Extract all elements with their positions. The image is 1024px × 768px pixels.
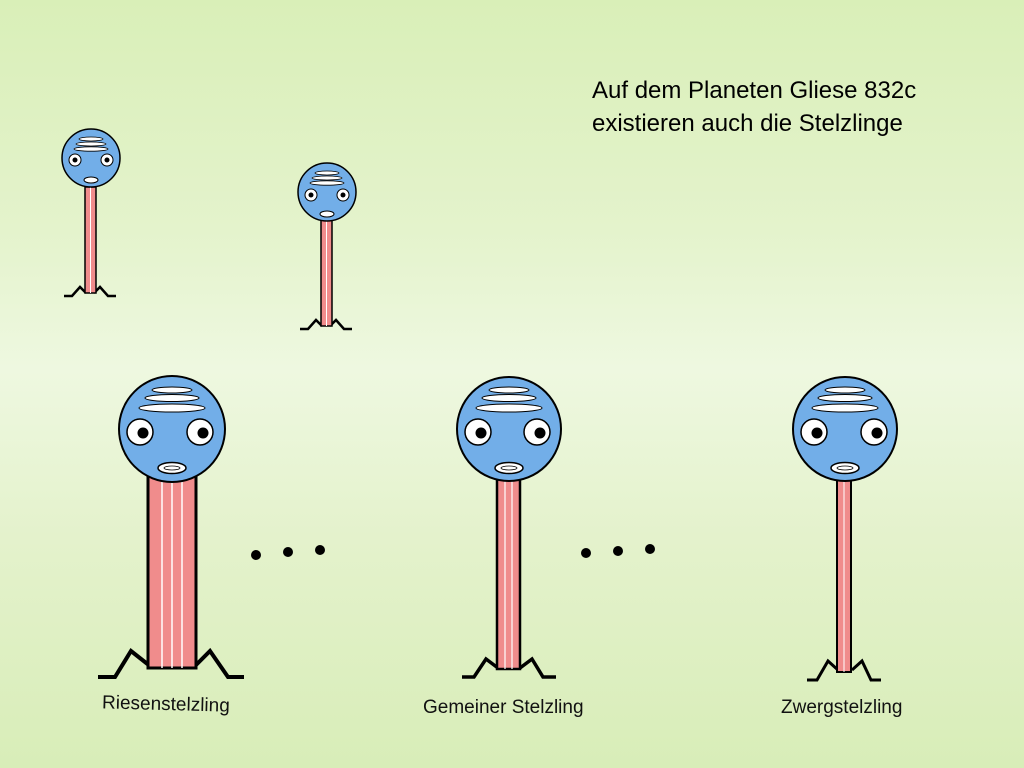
stelzling-head [456,376,562,482]
stelzling-mouth [830,461,860,475]
stelzling-giant [98,375,244,679]
title-line-2: existieren auch die Stelzlinge [592,110,903,137]
ellipsis-dots-2 [581,544,655,558]
stelzling-eyes [800,418,888,446]
stelzling-head [118,375,226,483]
stelzling-head [792,376,898,482]
stelzling-legs [98,647,244,679]
stelzling-eyes [126,418,214,446]
stelzling-eyes [464,418,551,446]
label-zwergstelzling: Zwergstelzling [781,697,903,718]
stelzling-small-1 [61,128,121,298]
stelzling-common [456,376,562,679]
stelzling-mouth [319,210,335,218]
stelzling-small-2 [297,162,357,331]
ellipsis-dots-1 [251,545,325,560]
slide-title: Auf dem Planeten Gliese 832c existieren … [592,74,916,140]
stelzling-dwarf [792,376,898,682]
stelzling-stem [495,475,522,671]
stelzling-mouth [494,461,524,475]
stelzling-legs [462,656,556,679]
title-line-1: Auf dem Planeten Gliese 832c [592,77,917,104]
label-gemeiner-stelzling: Gemeiner Stelzling [423,697,584,718]
stelzling-mouth [157,461,187,475]
stelzling-legs [64,285,116,298]
stelzling-legs [807,658,881,682]
stelzling-legs [300,318,352,331]
stelzling-eyes [68,153,114,167]
label-riesenstelzling: Riesenstelzling [101,692,231,717]
stelzling-mouth [83,176,99,184]
stelzling-eyes [304,188,350,202]
